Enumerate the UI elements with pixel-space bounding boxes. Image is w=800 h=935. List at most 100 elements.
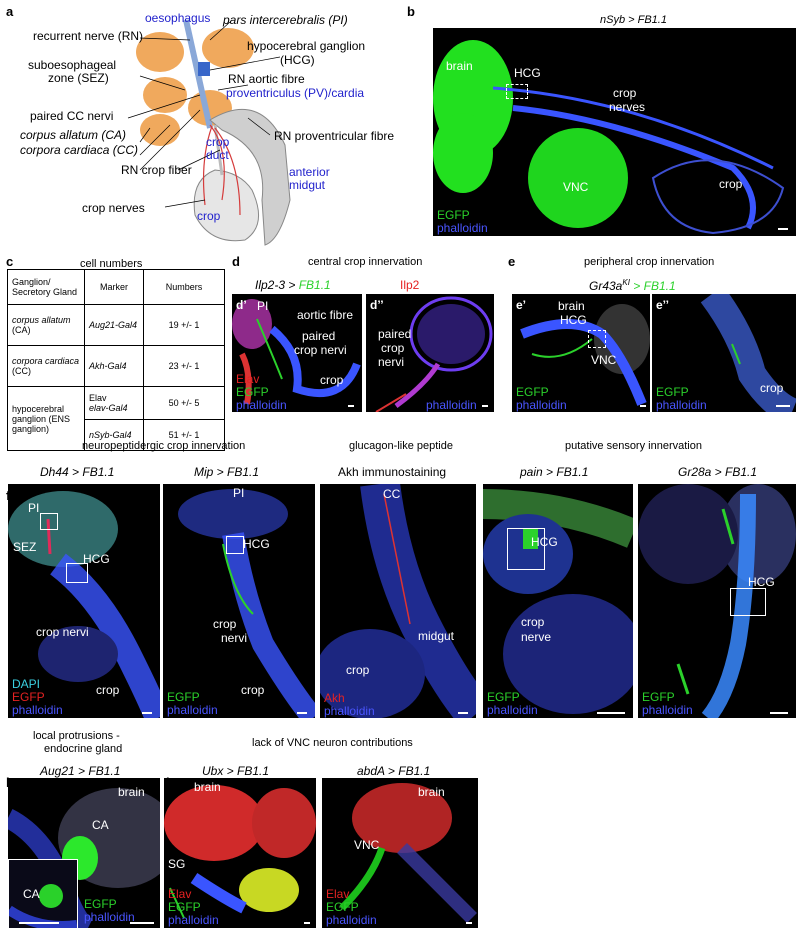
panel-b-crop-nerves-2: nerves bbox=[609, 100, 646, 114]
panel-k-ca: CA bbox=[92, 818, 109, 832]
panel-i-egfp: EGFP bbox=[487, 690, 520, 704]
label-rn-crop: RN crop fiber bbox=[121, 163, 192, 177]
panel-e1-vnc: VNC bbox=[591, 353, 617, 367]
cell-number-table: Ganglion/ Secretory Gland Marker Numbers… bbox=[7, 269, 225, 451]
table-cell: corpora cardiaca bbox=[12, 356, 80, 366]
panel-h-title: Akh immunostaining bbox=[338, 465, 447, 479]
label-midgut: midgut bbox=[289, 178, 326, 192]
panel-k-inset-scale-bar bbox=[19, 922, 59, 924]
panel-d1-micrograph bbox=[232, 299, 361, 405]
panel-g-micrograph bbox=[178, 489, 315, 718]
panel-l-elav: Elav bbox=[168, 887, 192, 901]
panel-h-crop: crop bbox=[346, 663, 370, 677]
panel-m-title: abdA > FB1.1 bbox=[357, 764, 431, 778]
panel-g-phalloidin: phalloidin bbox=[167, 703, 218, 717]
panel-g-hcg: HCG bbox=[243, 537, 270, 551]
panel-l-image: brain SG Elav EGFP phalloidin bbox=[164, 778, 316, 928]
heading-glucagon: glucagon-like peptide bbox=[349, 440, 453, 452]
panel-f-hcg: HCG bbox=[83, 552, 110, 566]
panel-m-vnc: VNC bbox=[354, 838, 380, 852]
panel-d1-image: d’ PI aortic fibre paired crop nervi cro… bbox=[232, 294, 362, 412]
table-cell: 19 +/- 1 bbox=[143, 304, 225, 346]
label-anterior: anterior bbox=[289, 165, 330, 179]
panel-b-micrograph bbox=[433, 40, 785, 235]
panel-i-image: HCG crop nerve EGFP phalloidin bbox=[483, 484, 633, 718]
panel-h-scale-bar bbox=[458, 712, 468, 714]
panel-i-crop-nerve-1: crop bbox=[521, 615, 545, 629]
label-sez-1: suboesophageal bbox=[28, 58, 117, 72]
panel-f-crop: crop bbox=[96, 683, 120, 697]
table-row: hypocerebral ganglion (ENS ganglion) Ela… bbox=[7, 386, 225, 451]
panel-l-micrograph bbox=[164, 785, 316, 919]
panel-g-image: PI HCG crop nervi crop EGFP phalloidin bbox=[163, 484, 315, 718]
panel-label-e: e bbox=[508, 254, 516, 269]
heading-vnc: lack of VNC neuron contributions bbox=[252, 737, 413, 749]
panel-j-scale-bar bbox=[770, 712, 788, 714]
panel-d1-label: d’ bbox=[236, 298, 247, 312]
table-cell: 51 +/- 1 bbox=[143, 419, 225, 451]
table-cell: nSyb-Gal4 bbox=[84, 419, 144, 451]
leader-lines bbox=[127, 21, 281, 208]
label-rn-prov: RN proventricular fibre bbox=[274, 129, 395, 143]
panel-h-midgut: midgut bbox=[418, 629, 455, 643]
panel-d2-subtitle: Ilp2 bbox=[400, 278, 420, 292]
label-cc: corpora cardiaca (CC) bbox=[20, 143, 139, 157]
panel-f-dapi: DAPI bbox=[12, 677, 41, 691]
label-crop-duct-1: crop bbox=[206, 135, 230, 149]
panel-e1-micrograph bbox=[520, 304, 650, 406]
panel-l-title: Ubx > FB1.1 bbox=[202, 764, 270, 778]
panel-h-phalloidin: phalloidin bbox=[324, 704, 375, 718]
panel-h-micrograph bbox=[320, 484, 476, 718]
panel-f-phalloidin: phalloidin bbox=[12, 703, 63, 717]
panel-f-egfp: EGFP bbox=[12, 690, 45, 704]
crop-nerve-lines bbox=[202, 124, 241, 216]
panel-l-brain: brain bbox=[194, 780, 221, 794]
panel-d2-scale-bar bbox=[482, 405, 488, 407]
table-cell: elav-Gal4 bbox=[89, 403, 128, 413]
panel-e1-inset-box bbox=[588, 330, 606, 348]
label-oesophagus: oesophagus bbox=[145, 11, 211, 25]
panel-d2-nervi: nervi bbox=[378, 355, 405, 369]
brain-lobe-right bbox=[202, 28, 254, 68]
panel-i-title: pain > FB1.1 bbox=[520, 465, 589, 479]
panel-e2-crop: crop bbox=[760, 381, 784, 395]
panel-d1-aortic: aortic fibre bbox=[297, 308, 354, 322]
panel-b-crop: crop bbox=[719, 177, 743, 191]
label-pi: pars intercerebralis (PI) bbox=[223, 13, 348, 27]
panel-j-image: HCG EGFP phalloidin bbox=[638, 484, 796, 718]
panel-e2-egfp: EGFP bbox=[656, 385, 689, 399]
heading-local-1: local protrusions - bbox=[33, 730, 120, 742]
panel-m-brain: brain bbox=[418, 785, 445, 799]
sez-shape bbox=[143, 77, 187, 113]
panel-c-title: cell numbers bbox=[80, 258, 143, 270]
panel-d2-crop: crop bbox=[381, 341, 405, 355]
label-hcg-2: (HCG) bbox=[280, 53, 315, 67]
panel-d1-pi: PI bbox=[257, 299, 269, 313]
panel-e1-image: e’ brain HCG VNC EGFP phalloidin bbox=[512, 294, 650, 412]
panel-d1-crop-nervi: crop nervi bbox=[294, 343, 347, 357]
table-cell: hypocerebral ganglion (ENS ganglion) bbox=[7, 386, 85, 451]
panel-d-driver: Ilp2-3 > bbox=[255, 278, 296, 292]
panel-b-inset-box bbox=[506, 84, 528, 99]
panel-b-title: nSyb > FB1.1 bbox=[600, 14, 667, 26]
panel-d2-phalloidin: phalloidin bbox=[426, 398, 477, 412]
table-header-row: Ganglion/ Secretory Gland Marker Numbers bbox=[7, 269, 225, 305]
label-paired-cc: paired CC nervi bbox=[30, 109, 114, 123]
panel-l-egfp: EGFP bbox=[168, 900, 201, 914]
panel-f-pi: PI bbox=[28, 501, 40, 515]
panel-m-egfp: EGFP bbox=[326, 900, 359, 914]
panel-j-phalloidin: phalloidin bbox=[642, 703, 693, 717]
panel-l-scale-bar bbox=[304, 922, 310, 924]
panel-label-b: b bbox=[407, 4, 415, 19]
panel-j-micrograph bbox=[638, 484, 796, 718]
panel-e-title: peripheral crop innervation bbox=[584, 256, 715, 268]
panel-e-driver: Gr43a bbox=[589, 279, 623, 293]
panel-m-micrograph bbox=[339, 783, 477, 923]
panel-g-egfp: EGFP bbox=[167, 690, 200, 704]
panel-k-inset: CA bbox=[8, 859, 78, 928]
panel-l-sg: SG bbox=[168, 857, 186, 871]
table-cell: Aug21-Gal4 bbox=[84, 304, 144, 346]
table-header: Numbers bbox=[143, 269, 225, 305]
panel-label-a: a bbox=[6, 4, 14, 19]
panel-f-scale-bar bbox=[142, 712, 152, 714]
